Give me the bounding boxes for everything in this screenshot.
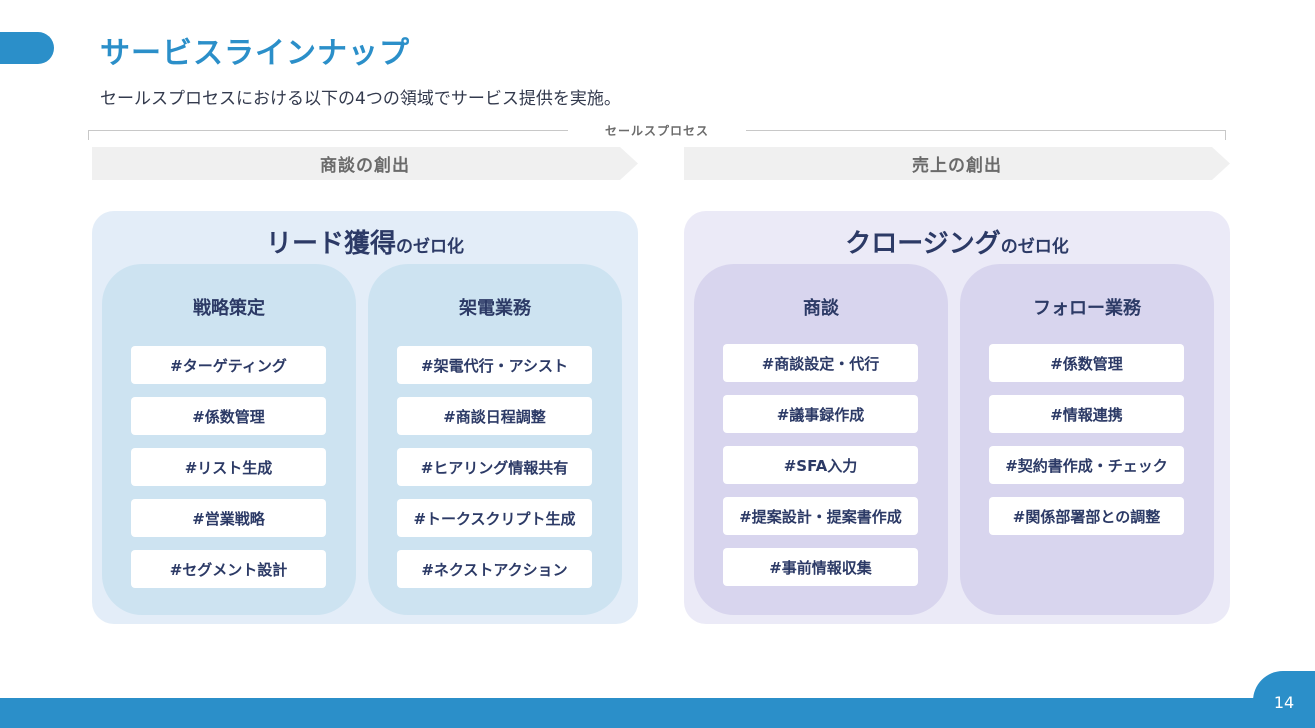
column-title: フォロー業務: [1033, 298, 1141, 319]
panel-lead-acquisition: リード獲得のゼロ化 戦略策定 #ターゲティング #係数管理 #リスト生成 #営業…: [92, 211, 638, 624]
column-title: 商談: [803, 298, 839, 319]
service-tag: #係数管理: [131, 397, 326, 435]
service-tag: #契約書作成・チェック: [989, 446, 1184, 484]
service-tag: #関係部署部との調整: [989, 497, 1184, 535]
title-accent-tab: [0, 32, 54, 64]
service-tag: #商談設定・代行: [723, 344, 918, 382]
service-tag: #ターゲティング: [131, 346, 326, 384]
phase-arrow-revenue-creation: 売上の創出: [684, 147, 1230, 180]
service-tag: #リスト生成: [131, 448, 326, 486]
column-follow-up: フォロー業務 #係数管理 #情報連携 #契約書作成・チェック #関係部署部との調…: [960, 264, 1214, 615]
panel-title-suffix: のゼロ化: [1000, 237, 1069, 257]
panel-title: クロージングのゼロ化: [684, 223, 1230, 260]
service-tag: #ヒアリング情報共有: [397, 448, 592, 486]
phase-arrow-deal-creation: 商談の創出: [92, 147, 638, 180]
service-tag: #セグメント設計: [131, 550, 326, 588]
page-title: サービスラインナップ: [100, 36, 410, 71]
panel-closing: クロージングのゼロ化 商談 #商談設定・代行 #議事録作成 #SFA入力 #提案…: [684, 211, 1230, 624]
service-tag: #商談日程調整: [397, 397, 592, 435]
panel-title-main: クロージング: [845, 229, 1001, 259]
service-tag: #架電代行・アシスト: [397, 346, 592, 384]
service-tag: #営業戦略: [131, 499, 326, 537]
panel-title-main: リード獲得: [265, 229, 396, 259]
page-subtitle: セールスプロセスにおける以下の4つの領域でサービス提供を実施。: [100, 89, 621, 109]
service-tag: #SFA入力: [723, 446, 918, 484]
column-strategy: 戦略策定 #ターゲティング #係数管理 #リスト生成 #営業戦略 #セグメント設…: [102, 264, 356, 615]
service-tag: #ネクストアクション: [397, 550, 592, 588]
service-tag: #事前情報収集: [723, 548, 918, 586]
footer-bar: [0, 698, 1315, 728]
panel-title-suffix: のゼロ化: [396, 237, 464, 257]
service-tag: #提案設計・提案書作成: [723, 497, 918, 535]
sales-process-label: セールスプロセス: [568, 122, 746, 139]
service-tag: #議事録作成: [723, 395, 918, 433]
column-title: 架電業務: [459, 298, 531, 319]
page-number: 14: [1253, 671, 1315, 728]
panel-title: リード獲得のゼロ化: [92, 223, 638, 260]
service-tag: #係数管理: [989, 344, 1184, 382]
column-calling: 架電業務 #架電代行・アシスト #商談日程調整 #ヒアリング情報共有 #トークス…: [368, 264, 622, 615]
service-tag: #情報連携: [989, 395, 1184, 433]
service-tag: #トークスクリプト生成: [397, 499, 592, 537]
column-title: 戦略策定: [193, 298, 265, 319]
column-negotiation: 商談 #商談設定・代行 #議事録作成 #SFA入力 #提案設計・提案書作成 #事…: [694, 264, 948, 615]
